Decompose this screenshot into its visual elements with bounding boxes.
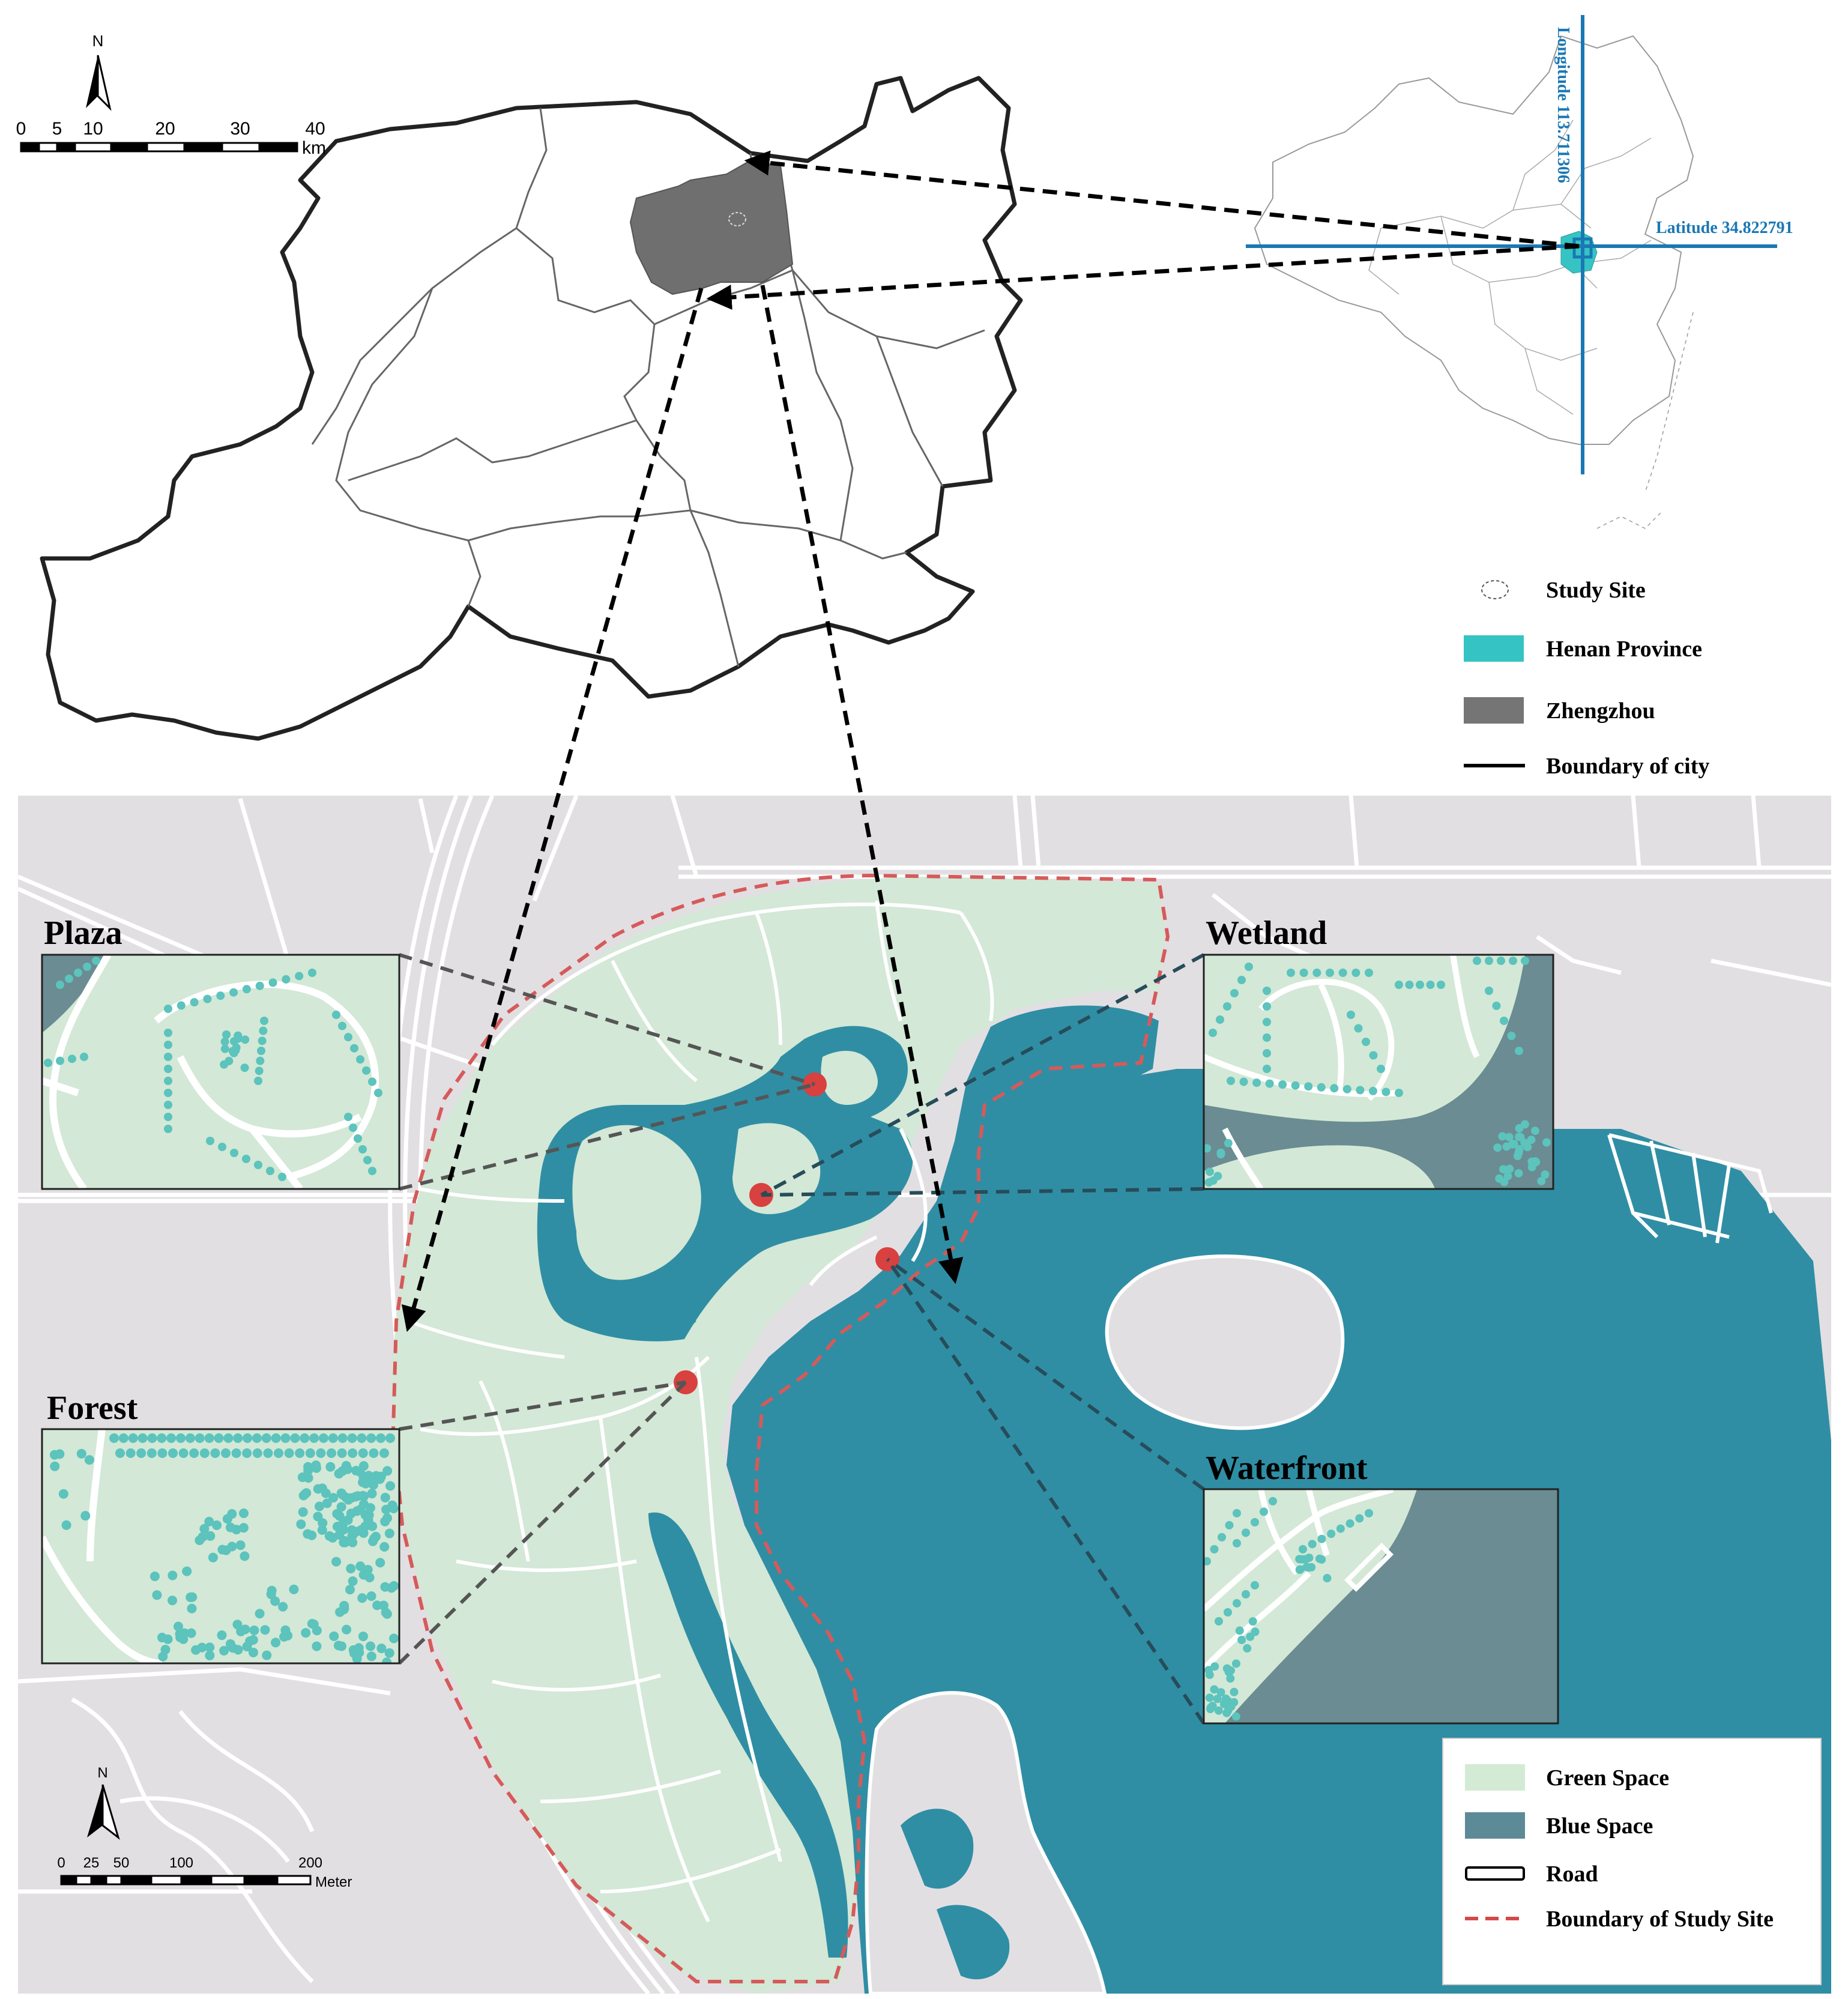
top-legend-label: Study Site xyxy=(1546,578,1646,603)
scale-tick-label: 0 xyxy=(57,1855,65,1871)
china-map: Longitude 113.711306 Latitude 34.822791 xyxy=(1246,15,1793,529)
china-outline xyxy=(1254,35,1694,445)
study-site-marker xyxy=(728,212,746,226)
top-legend-item: Zhengzhou xyxy=(1464,697,1655,724)
inset-waterfront: Waterfront xyxy=(1203,1450,1559,1725)
svg-text:N: N xyxy=(97,1765,107,1781)
scale-tick-label: 40 xyxy=(305,119,325,139)
inset-forest-label: Forest xyxy=(47,1390,138,1427)
bottom-legend-item: Green Space xyxy=(1465,1764,1669,1791)
scale-tick-label: 50 xyxy=(113,1855,130,1871)
bottom-legend-item: Boundary of Study Site xyxy=(1465,1907,1774,1932)
bottom-legend-label: Green Space xyxy=(1546,1765,1669,1791)
top-north-arrow: N xyxy=(86,32,112,111)
park-paths xyxy=(407,900,994,1923)
scale-unit: Meter xyxy=(315,1874,352,1890)
inset-waterfront-label: Waterfront xyxy=(1206,1450,1368,1487)
latitude-label: Latitude 34.822791 xyxy=(1656,219,1793,237)
bottom-north-arrow: N xyxy=(87,1765,120,1840)
longitude-label: Longitude 113.711306 xyxy=(1554,27,1572,183)
scale-tick-label: 10 xyxy=(83,119,103,139)
scale-tick-label: 25 xyxy=(83,1855,100,1871)
zhengzhou-fill xyxy=(629,161,794,295)
scale-tick-label: 100 xyxy=(169,1855,193,1871)
bottom-legend-item: Road xyxy=(1465,1861,1598,1887)
study-site-boundary xyxy=(391,873,1170,1983)
top-legend-label: Boundary of city xyxy=(1546,754,1709,779)
scale-tick-label: 200 xyxy=(298,1855,322,1871)
top-legend-label: Henan Province xyxy=(1546,637,1702,662)
scale-tick-label: 0 xyxy=(16,119,26,139)
top-legend-item: Henan Province xyxy=(1464,635,1702,662)
bottom-legend-label: Road xyxy=(1546,1861,1598,1887)
piers xyxy=(1607,1133,1773,1244)
scale-tick-label: 5 xyxy=(52,119,62,139)
bottom-legend-item: Blue Space xyxy=(1465,1812,1653,1839)
bottom-legend-label: Boundary of Study Site xyxy=(1546,1907,1774,1932)
top-legend-item: Study Site xyxy=(1481,578,1646,603)
overview-arrows xyxy=(401,150,1580,1332)
inset-forest: Forest xyxy=(41,1390,400,1665)
top-legend-label: Zhengzhou xyxy=(1546,698,1655,724)
inset-connectors xyxy=(397,953,1206,1725)
district-lines xyxy=(311,107,985,667)
scale-tick-label: 30 xyxy=(230,119,250,139)
lake-island xyxy=(1105,1254,1345,1430)
top-legend-item: Boundary of city xyxy=(1464,754,1709,779)
inset-wetland-label: Wetland xyxy=(1206,915,1327,952)
inset-plaza: Plaza xyxy=(41,915,400,1190)
top-north-label: N xyxy=(92,32,104,50)
bottom-legend-label: Blue Space xyxy=(1546,1813,1653,1839)
scale-unit: km xyxy=(302,138,326,158)
south-island xyxy=(865,1691,1107,1994)
inset-plaza-label: Plaza xyxy=(44,915,122,952)
city-boundary xyxy=(40,76,1023,741)
city-map xyxy=(40,76,1023,741)
inset-wetland: Wetland xyxy=(1203,915,1554,1190)
scale-tick-label: 20 xyxy=(155,119,175,139)
